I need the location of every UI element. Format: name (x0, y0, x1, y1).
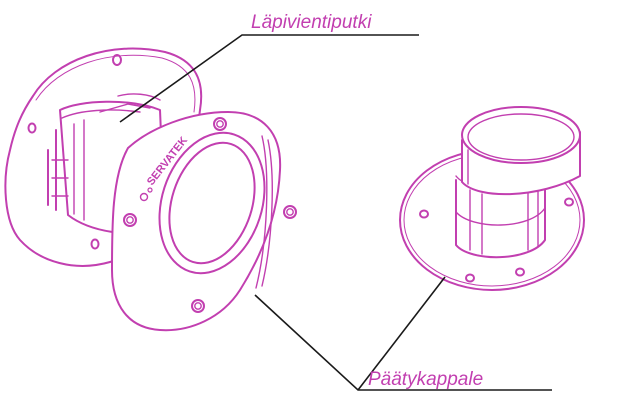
pipe-opening-inner (168, 141, 256, 265)
leader-lines (119, 34, 552, 391)
front-flange-screw-holes (123, 117, 297, 313)
leader-line-top (119, 34, 419, 123)
brand-logo-icon (139, 192, 149, 202)
label-end-piece: Päätykappale (368, 369, 483, 390)
end-piece-opening (461, 106, 581, 164)
front-flange (111, 111, 297, 332)
end-piece-hole-front-left (465, 273, 475, 283)
leader-line-bottom-right (357, 276, 446, 391)
back-flange-hole-1 (112, 54, 122, 66)
back-flange-hole-3 (90, 238, 100, 250)
brand-logo (139, 187, 153, 202)
end-piece-hole-front-right (515, 267, 525, 277)
end-piece-hole-right (564, 197, 574, 207)
end-piece-hole-left (419, 209, 429, 219)
front-flange-hole-right (283, 205, 297, 219)
back-flange-hole-2 (27, 122, 37, 134)
end-piece-cylinder (461, 106, 581, 196)
front-flange-hole-left (123, 213, 137, 227)
front-flange-hole-bottom (191, 299, 205, 313)
end-piece-part (399, 106, 585, 291)
front-flange-hole-top (213, 117, 227, 131)
through-pipe-assembly (4, 47, 297, 332)
label-through-pipe: Läpivientiputki (251, 12, 372, 33)
